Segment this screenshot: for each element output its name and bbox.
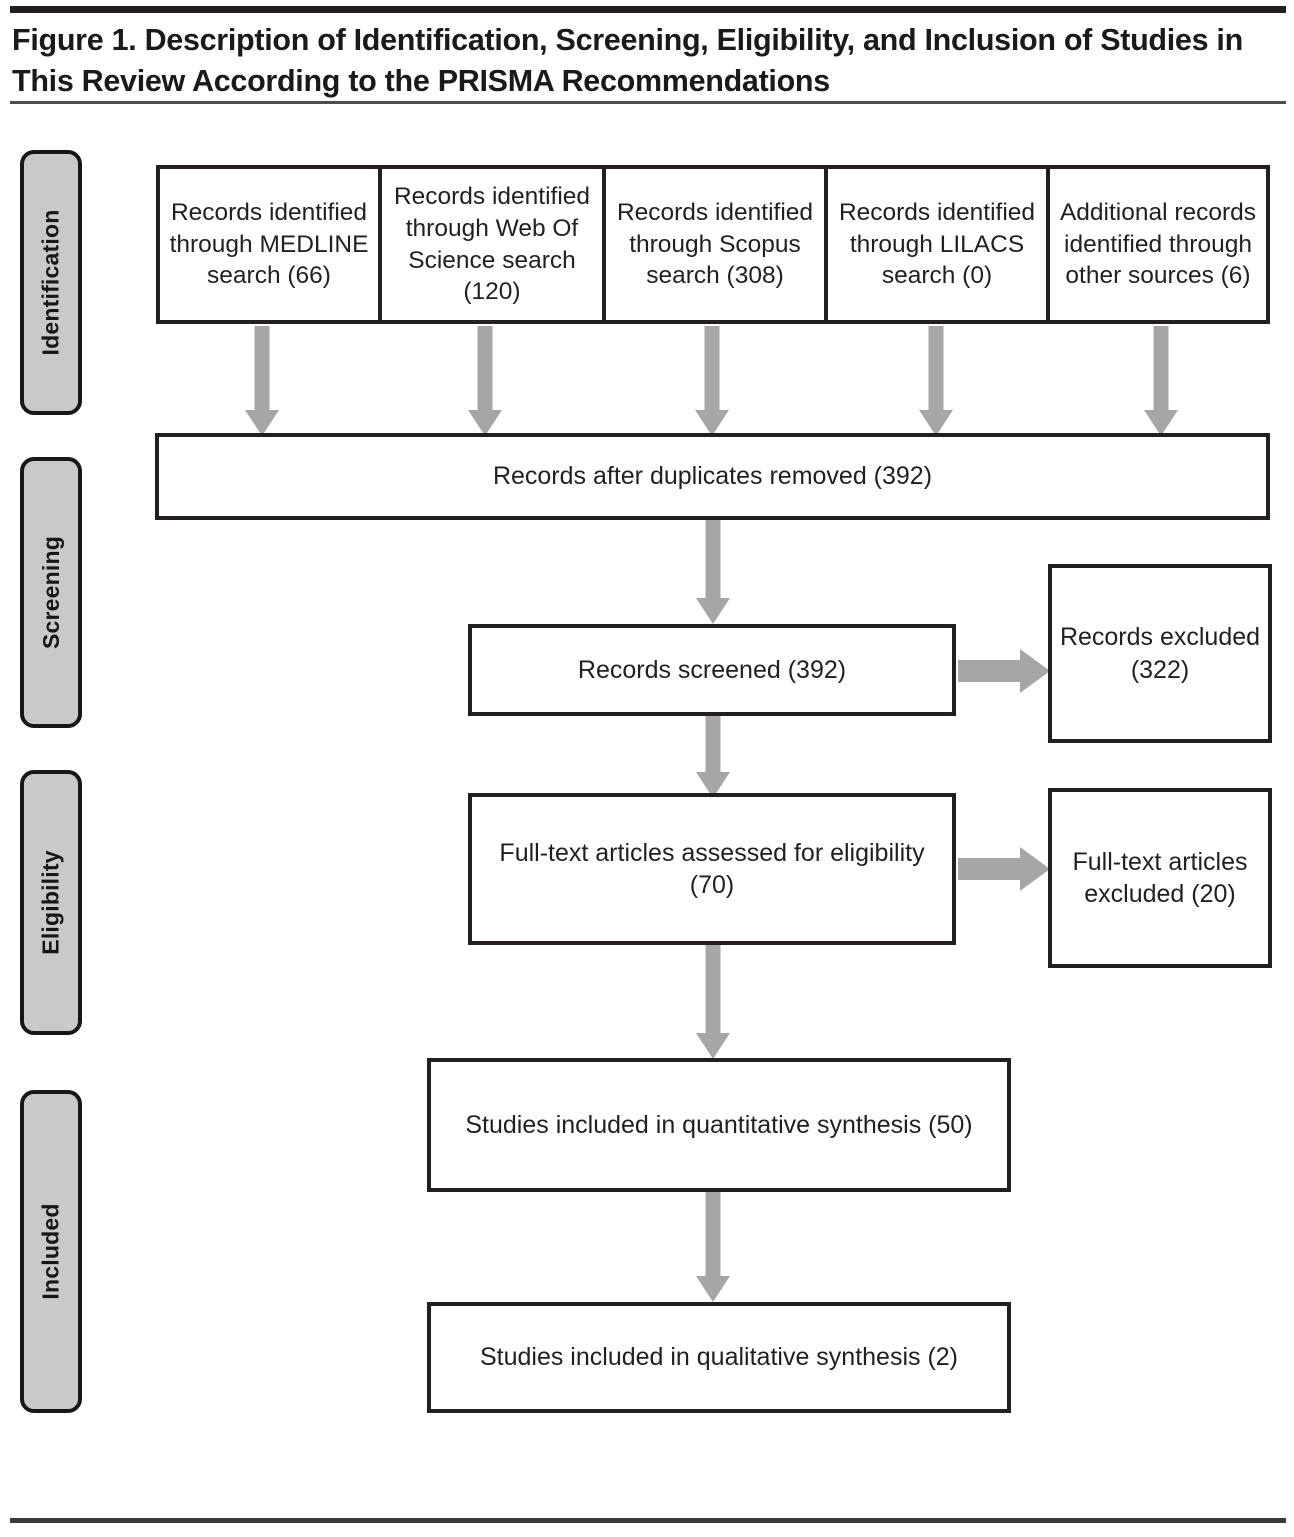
box-fulltext-assessed: Full-text articles assessed for eligibil… [468, 793, 956, 945]
arrow-fulltext-to-quantitative [694, 945, 732, 1059]
arrow-head [696, 1276, 730, 1302]
arrow-other-sources-to-duplicates [1142, 326, 1180, 436]
arrow-head [696, 1033, 730, 1059]
box-records-excluded: Records excluded (322) [1048, 564, 1272, 743]
stage-tab-identification: Identification [20, 150, 82, 415]
arrow-shaft [958, 660, 1020, 682]
stage-tab-eligibility: Eligibility [20, 770, 82, 1035]
box-records-after-duplicates-removed: Records after duplicates removed (392) [155, 433, 1270, 520]
box-fulltext-assessed-text: Full-text articles assessed for eligibil… [499, 838, 925, 900]
box-records-screened: Records screened (392) [468, 624, 956, 716]
arrow-web-of-science-to-duplicates [466, 326, 504, 436]
top-rule [10, 6, 1286, 13]
arrow-head [1020, 847, 1050, 891]
arrow-shaft [958, 858, 1020, 880]
arrow-screened-to-fulltext [694, 716, 732, 798]
arrow-shaft [254, 326, 270, 414]
arrow-fulltext-to-excluded [958, 847, 1050, 891]
arrow-head [695, 410, 729, 436]
stage-tab-eligibility-label: Eligibility [37, 850, 64, 955]
box-records-after-duplicates-removed-text: Records after duplicates removed (392) [492, 462, 933, 491]
arrow-head [1020, 649, 1050, 693]
figure-title: Figure 1. Description of Identification,… [12, 23, 1243, 98]
stage-tab-included: Included [20, 1090, 82, 1413]
arrow-shaft [704, 326, 720, 414]
source-box-lilacs: Records identified through LILACS search… [826, 165, 1048, 324]
title-underline-rule [10, 101, 1286, 104]
box-qualitative-synthesis: Studies included in qualitative synthesi… [427, 1302, 1011, 1413]
source-box-scopus-text: Records identified through Scopus search… [616, 198, 814, 290]
arrow-head [245, 410, 279, 436]
box-records-screened-text: Records screened (392) [577, 655, 847, 684]
stage-tab-screening-label: Screening [37, 535, 64, 650]
arrow-head [468, 410, 502, 436]
source-box-medline: Records identified through MEDLINE searc… [156, 165, 380, 324]
arrow-shaft [477, 326, 493, 414]
source-box-web-of-science: Records identified through Web Of Scienc… [380, 165, 604, 324]
stage-tab-included-label: Included [37, 1203, 64, 1300]
box-fulltext-excluded-text: Full-text articles excluded (20) [1072, 847, 1248, 909]
box-quantitative-synthesis: Studies included in quantitative synthes… [427, 1058, 1011, 1192]
arrow-head [919, 410, 953, 436]
source-box-other-sources-text: Additional records identified through ot… [1059, 198, 1257, 290]
arrow-shaft [928, 326, 944, 414]
arrow-lilacs-to-duplicates [917, 326, 955, 436]
arrow-head [696, 598, 730, 624]
box-records-excluded-text: Records excluded (322) [1059, 623, 1261, 684]
source-box-web-of-science-text: Records identified through Web Of Scienc… [393, 182, 591, 306]
arrow-medline-to-duplicates [243, 326, 281, 436]
box-qualitative-synthesis-text: Studies included in qualitative synthesi… [479, 1343, 959, 1372]
source-box-other-sources: Additional records identified through ot… [1048, 165, 1270, 324]
source-box-lilacs-text: Records identified through LILACS search… [838, 198, 1036, 290]
arrow-shaft [705, 716, 721, 776]
arrow-head [1144, 410, 1178, 436]
arrow-shaft [705, 1192, 721, 1280]
arrow-screened-to-excluded [958, 649, 1050, 693]
stage-tab-identification-label: Identification [37, 209, 64, 356]
arrow-scopus-to-duplicates [693, 326, 731, 436]
stage-tab-screening: Screening [20, 457, 82, 728]
arrow-shaft [705, 945, 721, 1037]
arrow-shaft [705, 520, 721, 602]
box-fulltext-excluded: Full-text articles excluded (20) [1048, 788, 1272, 968]
arrow-duplicates-to-screened [694, 520, 732, 624]
box-quantitative-synthesis-text: Studies included in quantitative synthes… [465, 1110, 973, 1139]
bottom-rule [10, 1518, 1286, 1523]
arrow-shaft [1153, 326, 1169, 414]
source-box-medline-text: Records identified through MEDLINE searc… [169, 198, 369, 290]
arrow-quantitative-to-qualitative [694, 1192, 732, 1302]
source-box-scopus: Records identified through Scopus search… [604, 165, 826, 324]
